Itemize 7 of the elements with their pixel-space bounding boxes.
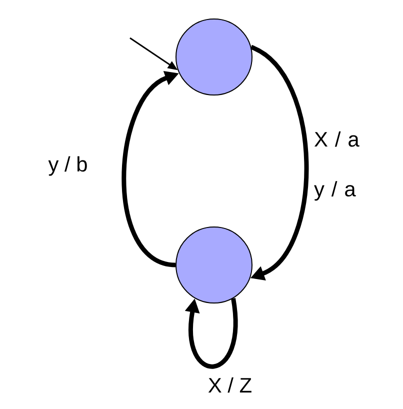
edge-label: X / Z [208,377,252,393]
edge-label: X / a y / a [314,131,360,201]
state-circle [176,18,252,96]
transition-arrow [250,45,309,280]
self-loop-arrow [184,298,238,369]
edge-label: y / b [48,156,87,176]
state-circle [176,226,252,304]
